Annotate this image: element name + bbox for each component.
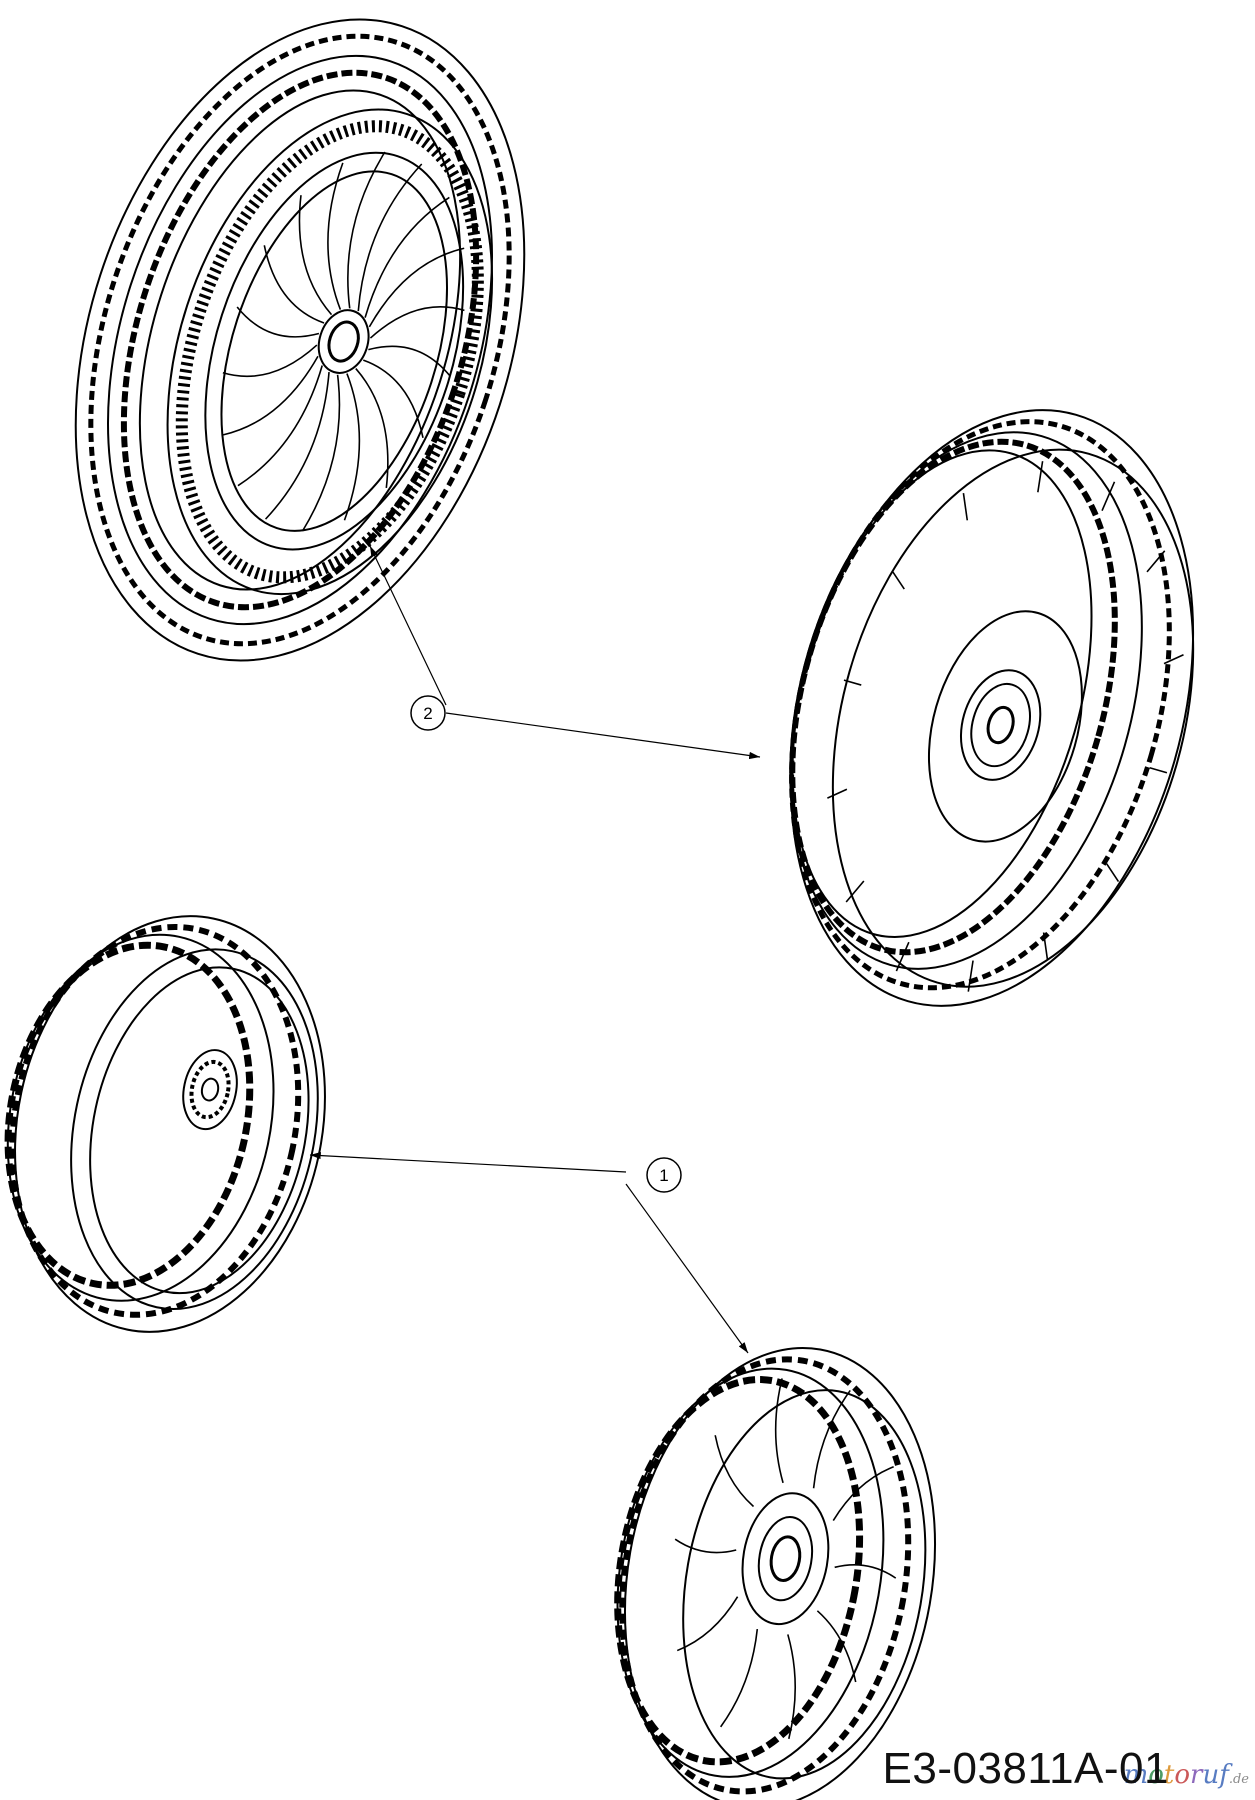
wheel-spoke xyxy=(222,344,318,378)
wheel-rib xyxy=(1146,550,1166,573)
wheel-spoke xyxy=(368,345,451,377)
wheel-rib xyxy=(891,570,905,590)
wheel-spoke xyxy=(347,151,386,309)
wheel-rib xyxy=(1042,932,1049,960)
front-wheel-left xyxy=(4,915,326,1333)
wheel-spoke xyxy=(368,247,465,328)
wheel-rib xyxy=(832,1465,894,1521)
wheel-spoke xyxy=(263,245,325,324)
callout-2-label: 2 xyxy=(423,704,432,723)
front-wheel-bottom xyxy=(614,1347,937,1800)
wheel-rib xyxy=(834,1563,897,1579)
leader-2-to-gear-wheel xyxy=(369,545,447,706)
wheel-rib xyxy=(1105,863,1120,883)
wheel-spoke xyxy=(355,368,389,489)
leader-1-to-bottom-wheel xyxy=(625,1183,749,1354)
wheel-rib xyxy=(1149,766,1168,774)
wheel-spoke xyxy=(237,365,323,487)
leader-2-to-outer-wheel xyxy=(445,712,761,760)
wheel-rib xyxy=(1163,653,1184,665)
wheel-spoke xyxy=(236,306,320,338)
wheel-rib xyxy=(1037,461,1044,493)
wheel-rib xyxy=(1101,481,1116,512)
wheel-spoke xyxy=(357,163,423,312)
wheel-spoke xyxy=(364,196,450,318)
wheel-spoke xyxy=(264,371,330,520)
drive-wheel-outer xyxy=(789,409,1195,1007)
wheel-rib xyxy=(714,1435,755,1508)
callout-1-label: 1 xyxy=(659,1166,668,1185)
callout-1-bubble xyxy=(646,1157,682,1193)
wheel-spoke xyxy=(222,355,319,436)
wheel-rib xyxy=(827,788,848,799)
wheel-rib xyxy=(787,1634,796,1740)
wheel-rib xyxy=(774,1378,784,1484)
wheel-rib xyxy=(967,960,974,992)
wheel-spoke xyxy=(327,162,344,310)
callout-2: 2 xyxy=(369,545,761,760)
wheel-spoke xyxy=(298,195,333,316)
wheel-rib xyxy=(845,880,865,903)
leader-1-to-left-wheel xyxy=(309,1151,627,1173)
wheel-spoke xyxy=(369,306,465,339)
wheel-spoke xyxy=(363,359,424,438)
wheel-rib xyxy=(843,679,862,686)
watermark-logo: motoruf.de xyxy=(1123,1760,1249,1790)
wheel-rib xyxy=(676,1596,739,1652)
wheel-rib xyxy=(962,492,969,521)
wheel-rib xyxy=(720,1628,759,1728)
wheel-rib xyxy=(895,941,910,972)
wheel-rib xyxy=(674,1538,737,1554)
wheel-spoke xyxy=(301,374,341,532)
drawing-code: E3-03811A-01 xyxy=(882,1744,1169,1793)
callout-2-bubble xyxy=(410,695,446,731)
wheel-spoke xyxy=(343,373,361,521)
wheel-rib xyxy=(816,1610,857,1683)
callout-1: 1 xyxy=(309,1151,749,1354)
gear-drive-wheel xyxy=(74,18,526,662)
wheel-rib xyxy=(812,1389,851,1489)
